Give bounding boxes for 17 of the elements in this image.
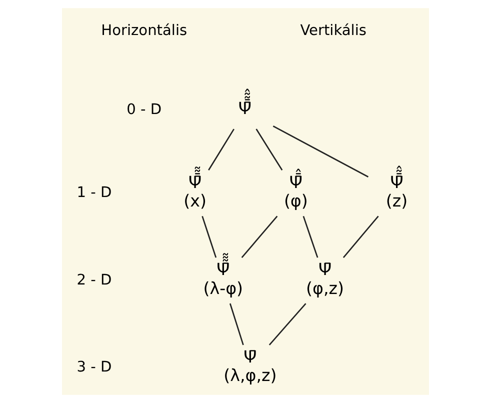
connector bbox=[202, 216, 217, 258]
connector bbox=[241, 216, 278, 258]
label: 2 - D bbox=[76, 271, 112, 288]
label: Vertikális bbox=[300, 22, 366, 39]
node-text: Ψ̄ (λ,φ,z) bbox=[224, 347, 277, 386]
connector bbox=[342, 216, 379, 258]
label: 0 - D bbox=[126, 100, 162, 118]
connector bbox=[268, 303, 306, 346]
label: Horizontális bbox=[101, 22, 188, 39]
label: 1 - D bbox=[76, 184, 112, 202]
connector bbox=[256, 128, 283, 171]
connector bbox=[208, 128, 234, 170]
connector bbox=[302, 216, 318, 258]
connector bbox=[272, 126, 369, 178]
connector bbox=[229, 303, 244, 346]
node-text: Ψ̄ (φ,z) bbox=[306, 260, 344, 298]
label: 3 - D bbox=[76, 358, 112, 376]
